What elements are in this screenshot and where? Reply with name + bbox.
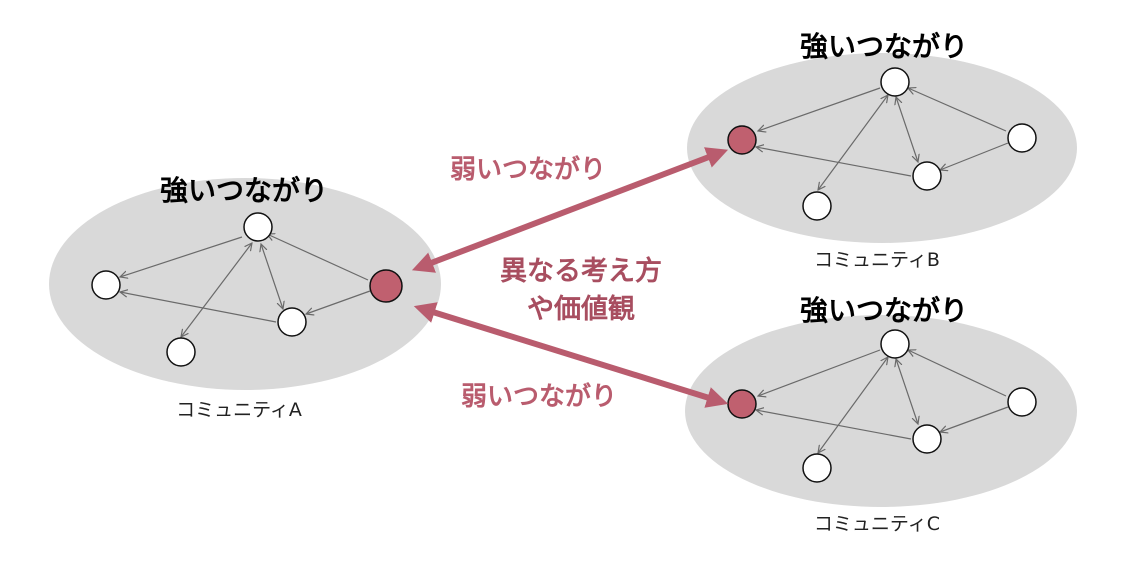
community-a-edges [120,234,371,337]
edge [261,244,283,309]
node [912,424,942,454]
edge [267,234,369,281]
edge [120,292,277,323]
community-b-title: 強いつながり [800,30,968,63]
edge [181,243,252,337]
community-c-title: 強いつながり [800,294,968,327]
node [802,191,832,221]
community-a-name: コミュニティA [176,399,302,421]
weak-tie-label-lower: 弱いつながり [461,381,617,412]
edge [896,359,918,424]
weak-tie-arrow-lower [413,302,729,408]
edge [908,350,1007,397]
node [91,270,121,300]
node [277,307,307,337]
community-b-name: コミュニティB [814,249,940,271]
edge [818,357,888,453]
community-a: 強いつながり コミュニティA [49,174,441,421]
edge [908,88,1007,132]
edge [756,410,912,440]
community-a-title: 強いつながり [160,174,328,207]
edge [818,95,888,190]
edge [756,147,912,177]
edge [940,406,1009,432]
bridge-node-a [369,269,403,303]
weak-tie-arrow-upper [411,147,729,273]
node [880,67,910,97]
edge [306,290,371,314]
bridge-node-b [727,125,757,155]
community-b: 強いつながり コミュニティB [687,30,1077,271]
weak-tie-label-upper: 弱いつながり [450,154,606,185]
center-label: 異なる考え方 や価値観 [500,255,662,325]
edge [896,97,918,162]
node [243,212,273,242]
node [1007,387,1037,417]
node [1007,123,1037,153]
community-c-name: コミュニティC [814,513,940,535]
center-label-line1: 異なる考え方 [500,255,662,287]
edge [940,142,1009,170]
community-b-edges [756,88,1009,190]
community-c: 強いつながり コミュニティC [685,294,1077,535]
weak-tie-lower: 弱いつながり [413,302,729,412]
node [802,453,832,483]
node [880,329,910,359]
weak-tie-upper: 弱いつながり [411,147,729,273]
node [912,161,942,191]
bridge-node-c [727,389,757,419]
center-label-line2: や価値観 [527,293,635,325]
community-c-edges [756,350,1009,453]
node [166,337,196,367]
